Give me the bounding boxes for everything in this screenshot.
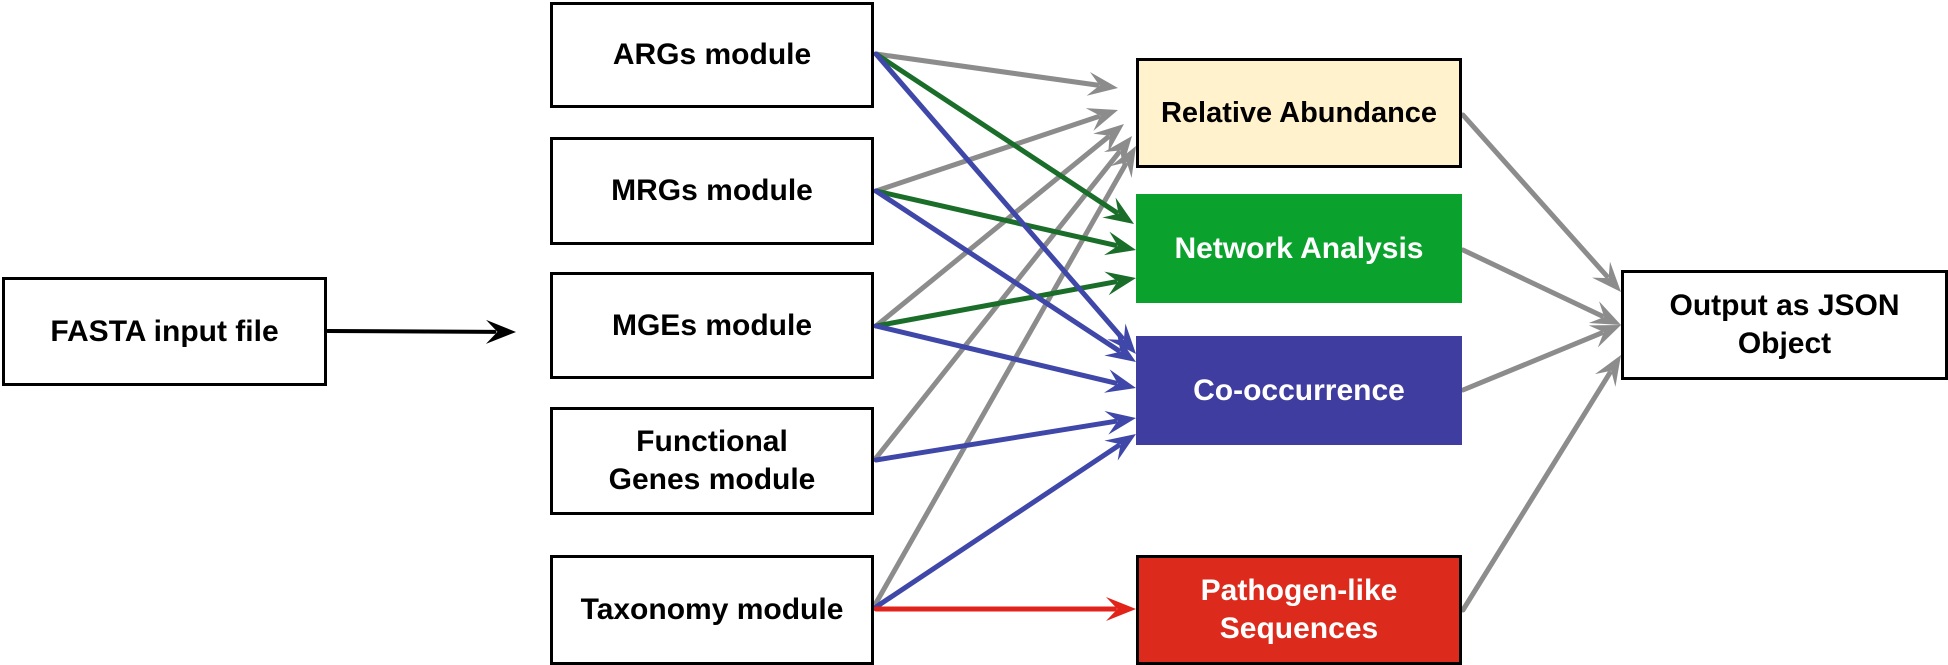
functional-genes-module-node: Functional Genes module (550, 407, 874, 515)
edge-args-cooccurrence-line (873, 51, 1125, 341)
edge-taxonomy-pathogen-arrowhead (1106, 597, 1136, 621)
edge-cooccurrence-output-line (1460, 330, 1604, 393)
edge-mges-network-analysis-line (873, 279, 1118, 329)
cooccurrence-node: Co-occurrence (1136, 336, 1462, 445)
mrgs-module-node: MRGs module (550, 137, 874, 245)
mges-module-label: MGEs module (611, 308, 813, 342)
edge-pathogen-output-line (1460, 370, 1613, 613)
taxonomy-module-node: Taxonomy module (550, 555, 874, 665)
cooccurrence-label: Co-occurrence (1193, 373, 1405, 407)
json-output-label-line2: Object (1737, 327, 1832, 360)
edge-taxonomy-relative-abundance-arrowhead (1110, 146, 1136, 179)
edge-cooccurrence-output-arrowhead (1588, 325, 1621, 348)
taxonomy-module-label: Taxonomy module (580, 593, 844, 626)
edge-relative-abundance-output-line (1460, 112, 1610, 279)
functional-genes-label-line1: Functional (636, 425, 788, 458)
args-module-node: ARGs module (550, 2, 874, 108)
edge-args-relative-abundance-line (873, 51, 1100, 88)
edge-relative-abundance-output-arrowhead (1592, 261, 1621, 292)
edge-taxonomy-relative-abundance-line (873, 162, 1128, 606)
mges-module-node: MGEs module (550, 272, 874, 379)
args-module-label: ARGs module (612, 38, 812, 71)
network-analysis-node: Network Analysis (1136, 194, 1462, 303)
functional-genes-label-line2: Genes module (608, 463, 816, 496)
edge-mges-relative-abundance-arrowhead (1093, 124, 1124, 153)
edge-mges-relative-abundance-line (873, 135, 1110, 329)
pathogen-like-sequences-node: Pathogen-like Sequences (1136, 555, 1462, 665)
edge-taxonomy-cooccurrence-line (873, 443, 1121, 610)
edge-network-analysis-output-line (1460, 247, 1604, 319)
edge-mrgs-cooccurrence-line (873, 188, 1121, 353)
edge-mrgs-network-analysis-line (873, 188, 1118, 248)
relative-abundance-node: Relative Abundance (1136, 58, 1462, 168)
edge-pathogen-output-arrowhead (1594, 355, 1621, 387)
edge-input-to-modules-line (326, 329, 497, 334)
network-analysis-label: Network Analysis (1174, 231, 1424, 265)
edge-mges-cooccurrence-arrowhead (1104, 369, 1136, 393)
edge-mrgs-cooccurrence-arrowhead (1104, 335, 1136, 362)
relative-abundance-label: Relative Abundance (1160, 97, 1438, 129)
edge-network-analysis-output-arrowhead (1588, 301, 1621, 325)
edge-args-network-analysis-line (873, 51, 1119, 215)
edge-args-cooccurrence-arrowhead (1107, 323, 1136, 354)
edge-mrgs-network-analysis-arrowhead (1104, 231, 1136, 256)
pathogen-label-line1: Pathogen-like (1200, 574, 1398, 607)
edge-args-network-analysis-arrowhead (1102, 197, 1134, 224)
fasta-input-node: FASTA input file (2, 277, 327, 386)
mrgs-module-label: MRGs module (611, 174, 813, 207)
edge-mges-network-analysis-arrowhead (1104, 271, 1136, 296)
fasta-input-label: FASTA input file (50, 314, 279, 348)
edge-functional-cooccurrence-arrowhead (1104, 410, 1136, 435)
edge-mges-cooccurrence-line (873, 323, 1118, 386)
edge-mrgs-relative-abundance-arrowhead (1085, 108, 1118, 131)
json-output-label-line1: Output as JSON (1669, 289, 1900, 322)
edge-input-to-modules-arrowhead (485, 319, 516, 344)
pathogen-label-line2: Sequences (1219, 612, 1379, 645)
json-output-node: Output as JSON Object (1621, 270, 1948, 380)
edge-taxonomy-cooccurrence-arrowhead (1104, 434, 1136, 461)
edge-args-relative-abundance-arrowhead (1086, 71, 1118, 96)
edge-mrgs-relative-abundance-line (873, 114, 1101, 194)
edge-functional-cooccurrence-line (873, 418, 1118, 463)
